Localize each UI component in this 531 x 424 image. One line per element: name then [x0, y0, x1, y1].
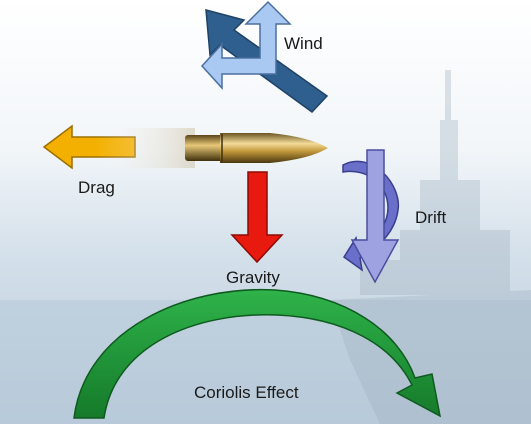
ship-icon [330, 70, 531, 424]
drift-down-arrow [350, 149, 400, 284]
coriolis-arrow [73, 288, 442, 419]
drift-arrows [342, 149, 400, 284]
drift-label: Drift [415, 208, 447, 227]
coriolis-label: Coriolis Effect [194, 383, 299, 402]
gravity-arrow [230, 171, 284, 264]
wind-light-arrow [200, 0, 292, 90]
bullet-icon [95, 128, 328, 168]
drag-label: Drag [78, 178, 115, 197]
wind-label: Wind [284, 34, 323, 53]
gravity-label: Gravity [226, 268, 280, 287]
wind-arrows [200, 0, 329, 113]
